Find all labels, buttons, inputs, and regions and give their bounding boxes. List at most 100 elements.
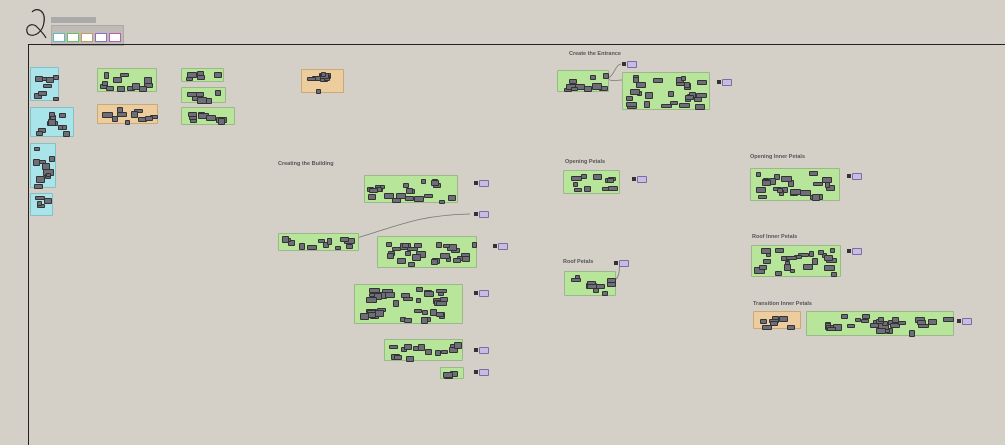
- component-node[interactable]: [42, 163, 50, 170]
- swatch-purple[interactable]: [95, 33, 107, 42]
- component-node[interactable]: [113, 77, 122, 83]
- building-group[interactable]: [364, 175, 458, 204]
- component-node[interactable]: [876, 328, 886, 334]
- component-node[interactable]: [440, 253, 450, 259]
- canvas[interactable]: [28, 44, 1005, 445]
- component-node[interactable]: [48, 119, 56, 126]
- component-node[interactable]: [214, 72, 222, 78]
- component-node[interactable]: [787, 325, 795, 330]
- component-node[interactable]: [197, 71, 204, 76]
- component-node[interactable]: [809, 171, 818, 176]
- component-node[interactable]: [218, 118, 225, 125]
- component-node[interactable]: [102, 112, 113, 118]
- component-node[interactable]: [412, 254, 421, 261]
- component-node[interactable]: [431, 259, 438, 265]
- swatch-magenta[interactable]: [109, 33, 121, 42]
- component-node[interactable]: [454, 342, 462, 349]
- component-node[interactable]: [890, 323, 900, 328]
- component-node[interactable]: [282, 236, 289, 243]
- roof-petals-group[interactable]: [564, 271, 616, 296]
- component-node[interactable]: [397, 258, 406, 264]
- component-node[interactable]: [414, 243, 422, 248]
- component-node[interactable]: [318, 239, 325, 243]
- transition-inner-petals-group[interactable]: [753, 311, 801, 330]
- component-node[interactable]: [607, 178, 614, 183]
- component-node[interactable]: [472, 242, 477, 248]
- component-node[interactable]: [943, 317, 954, 322]
- swatch-cyan[interactable]: [53, 33, 65, 42]
- component-node[interactable]: [584, 186, 591, 192]
- component-node[interactable]: [809, 251, 814, 257]
- output-param[interactable]: [957, 318, 972, 325]
- component-node[interactable]: [43, 84, 52, 88]
- component-node[interactable]: [404, 344, 412, 350]
- component-node[interactable]: [414, 196, 424, 202]
- component-group[interactable]: [97, 68, 157, 92]
- component-node[interactable]: [145, 116, 153, 121]
- component-node[interactable]: [63, 131, 70, 137]
- output-param[interactable]: [493, 243, 508, 250]
- output-param[interactable]: [474, 369, 489, 376]
- component-node[interactable]: [422, 310, 428, 315]
- component-node[interactable]: [102, 81, 108, 86]
- component-node[interactable]: [117, 86, 125, 92]
- component-node[interactable]: [785, 261, 790, 265]
- component-node[interactable]: [406, 188, 413, 194]
- component-node[interactable]: [37, 201, 42, 206]
- component-group[interactable]: [181, 107, 235, 125]
- component-node[interactable]: [630, 89, 640, 95]
- component-node[interactable]: [761, 248, 771, 254]
- component-node[interactable]: [775, 248, 784, 253]
- component-node[interactable]: [439, 200, 445, 204]
- component-node[interactable]: [436, 242, 442, 248]
- component-node[interactable]: [369, 188, 378, 193]
- component-node[interactable]: [453, 258, 461, 263]
- component-node[interactable]: [569, 79, 577, 84]
- output-param[interactable]: [622, 61, 637, 68]
- component-node[interactable]: [418, 344, 425, 351]
- component-node[interactable]: [187, 92, 197, 97]
- component-node[interactable]: [46, 173, 51, 177]
- component-node[interactable]: [841, 314, 848, 319]
- component-node[interactable]: [403, 183, 409, 188]
- component-node[interactable]: [695, 104, 705, 110]
- component-node[interactable]: [33, 159, 40, 166]
- param-group[interactable]: [30, 107, 74, 137]
- component-node[interactable]: [602, 291, 608, 296]
- component-node[interactable]: [38, 91, 47, 96]
- building-group[interactable]: [440, 367, 464, 379]
- opening-petals-group[interactable]: [563, 170, 620, 194]
- output-param[interactable]: [614, 260, 629, 267]
- component-node[interactable]: [403, 297, 413, 301]
- component-node[interactable]: [327, 238, 332, 245]
- component-node[interactable]: [316, 89, 321, 94]
- output-param[interactable]: [847, 173, 862, 180]
- component-node[interactable]: [340, 237, 349, 242]
- component-node[interactable]: [402, 243, 409, 248]
- component-node[interactable]: [288, 240, 295, 246]
- opening-inner-petals-group[interactable]: [750, 168, 840, 201]
- entrance-group[interactable]: [622, 72, 710, 110]
- component-node[interactable]: [898, 321, 906, 325]
- component-node[interactable]: [360, 313, 369, 320]
- component-group[interactable]: [181, 87, 226, 104]
- building-group[interactable]: [384, 339, 463, 362]
- component-node[interactable]: [405, 196, 414, 201]
- component-node[interactable]: [368, 194, 376, 200]
- component-node[interactable]: [684, 82, 690, 88]
- component-node[interactable]: [299, 243, 305, 250]
- component-node[interactable]: [679, 103, 690, 108]
- component-node[interactable]: [131, 111, 138, 118]
- output-param[interactable]: [474, 347, 489, 354]
- component-node[interactable]: [404, 318, 412, 323]
- transition-inner-petals-group[interactable]: [806, 311, 954, 337]
- output-param[interactable]: [474, 290, 489, 297]
- component-node[interactable]: [825, 182, 830, 188]
- component-node[interactable]: [132, 83, 140, 90]
- component-node[interactable]: [394, 355, 402, 360]
- component-node[interactable]: [803, 264, 813, 270]
- component-node[interactable]: [917, 320, 926, 325]
- component-node[interactable]: [593, 174, 602, 180]
- component-node[interactable]: [812, 258, 818, 265]
- component-node[interactable]: [827, 327, 836, 331]
